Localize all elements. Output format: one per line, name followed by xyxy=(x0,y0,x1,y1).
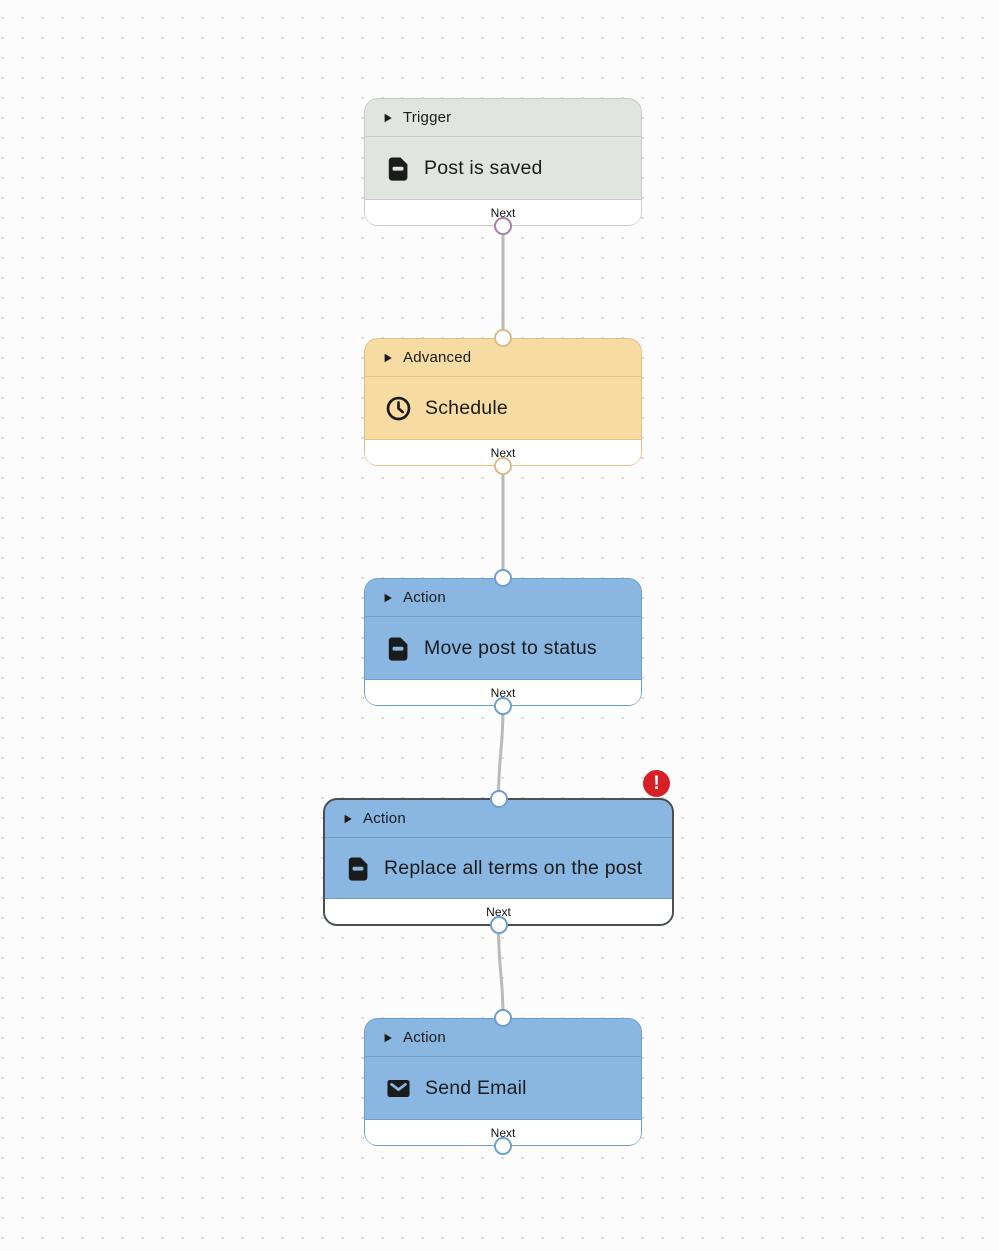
node-action-send-email[interactable]: Action Send Email Next xyxy=(364,1009,642,1155)
input-port[interactable] xyxy=(494,569,512,587)
node-title: Post is saved xyxy=(424,156,543,179)
output-port[interactable] xyxy=(494,217,512,235)
document-icon xyxy=(385,155,411,181)
collapse-triangle-icon xyxy=(384,1033,392,1042)
node-body: Post is saved xyxy=(365,137,641,199)
node-body: Move post to status xyxy=(365,617,641,679)
node-body: Schedule xyxy=(365,377,641,439)
node-action-replace-all-terms[interactable]: ! Action Replace all terms on the post N… xyxy=(323,770,674,934)
clock-icon xyxy=(385,395,412,422)
node-category-label: Action xyxy=(403,589,446,606)
output-port[interactable] xyxy=(494,457,512,475)
node-action-move-post-to-status[interactable]: Action Move post to status Next xyxy=(364,569,642,715)
node-category-label: Trigger xyxy=(403,109,452,126)
connector-edge xyxy=(497,705,505,799)
node-category-header[interactable]: Action xyxy=(365,579,641,617)
input-port[interactable] xyxy=(489,790,508,808)
envelope-icon xyxy=(385,1075,412,1102)
node-body: Replace all terms on the post xyxy=(325,838,672,898)
error-badge[interactable]: ! xyxy=(643,770,670,797)
node-category-header[interactable]: Advanced xyxy=(365,339,641,377)
node-category-header[interactable]: Action xyxy=(325,800,672,838)
input-port[interactable] xyxy=(494,329,512,347)
connector-edge xyxy=(497,925,505,1019)
collapse-triangle-icon xyxy=(344,814,352,823)
document-icon xyxy=(385,635,411,661)
output-port[interactable] xyxy=(489,916,508,934)
collapse-triangle-icon xyxy=(384,353,392,362)
node-title: Schedule xyxy=(425,396,508,419)
node-title: Send Email xyxy=(425,1076,527,1099)
node-title: Replace all terms on the post xyxy=(384,856,643,879)
node-trigger-post-is-saved[interactable]: Trigger Post is saved Next xyxy=(364,98,642,235)
node-title: Move post to status xyxy=(424,636,597,659)
node-category-header[interactable]: Action xyxy=(365,1019,641,1057)
node-next-label: Next xyxy=(325,898,672,924)
node-category-label: Action xyxy=(403,1029,446,1046)
node-body: Send Email xyxy=(365,1057,641,1119)
output-port[interactable] xyxy=(494,697,512,715)
node-category-label: Action xyxy=(363,810,406,827)
collapse-triangle-icon xyxy=(384,593,392,602)
input-port[interactable] xyxy=(494,1009,512,1027)
output-port[interactable] xyxy=(494,1137,512,1155)
node-category-header[interactable]: Trigger xyxy=(365,99,641,137)
collapse-triangle-icon xyxy=(384,113,392,122)
node-category-label: Advanced xyxy=(403,349,472,366)
document-icon xyxy=(345,855,371,881)
node-advanced-schedule[interactable]: Advanced Schedule Next xyxy=(364,329,642,475)
